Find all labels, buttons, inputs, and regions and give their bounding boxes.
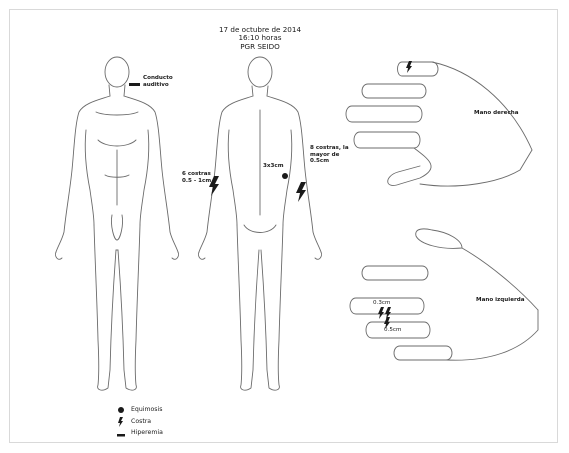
ear-label-line2: auditivo: [143, 82, 173, 89]
left-flank-label-line2: 0.5 - 1cm: [182, 178, 211, 185]
right-hand-outline: [346, 62, 532, 186]
costra-mark-finger-right: [406, 61, 412, 73]
legend-label-equimosis: Equimosis: [131, 404, 162, 416]
hiperemia-mark: [129, 83, 140, 86]
right-flank-label-line2: mayor de: [310, 152, 349, 159]
left-flank-label-line1: 6 costras: [182, 171, 211, 178]
legend-item-costra: Costra: [117, 416, 163, 428]
report-place: PGR SEIDO: [206, 43, 314, 51]
ear-label: Conducto auditivo: [143, 75, 173, 88]
legend-label-hiperemia: Hiperemia: [131, 427, 163, 439]
legend: Equimosis Costra Hiperemia: [117, 404, 163, 439]
right-flank-label: 8 costras, la mayor de 0.5cm: [310, 145, 349, 165]
costra-mark-right-flank: [296, 182, 306, 202]
left-hand-title: Mano izquierda: [476, 297, 525, 304]
costra-mark-finger-left-a: [378, 307, 384, 319]
left-hand-outline: [350, 229, 538, 360]
legend-item-hiperemia: Hiperemia: [117, 427, 163, 439]
legend-label-costra: Costra: [131, 416, 151, 428]
right-hand-title: Mano derecha: [474, 110, 519, 117]
back-body-outline: [198, 57, 321, 390]
right-flank-label-line3: 0.5cm: [310, 158, 349, 165]
equimosis-mark: [282, 173, 288, 179]
finger-measure-b: 0.5cm: [384, 327, 401, 334]
right-flank-label-line1: 8 costras, la: [310, 145, 349, 152]
back-bruise-label: 3x3cm: [263, 163, 284, 170]
finger-measure-a: 0.3cm: [373, 300, 390, 307]
ear-label-line1: Conducto: [143, 75, 173, 82]
report-header: 17 de octubre de 2014 16:10 horas PGR SE…: [206, 26, 314, 51]
legend-item-equimosis: Equimosis: [117, 404, 163, 416]
left-flank-label: 6 costras 0.5 - 1cm: [182, 171, 211, 184]
front-body-outline: [55, 57, 178, 390]
